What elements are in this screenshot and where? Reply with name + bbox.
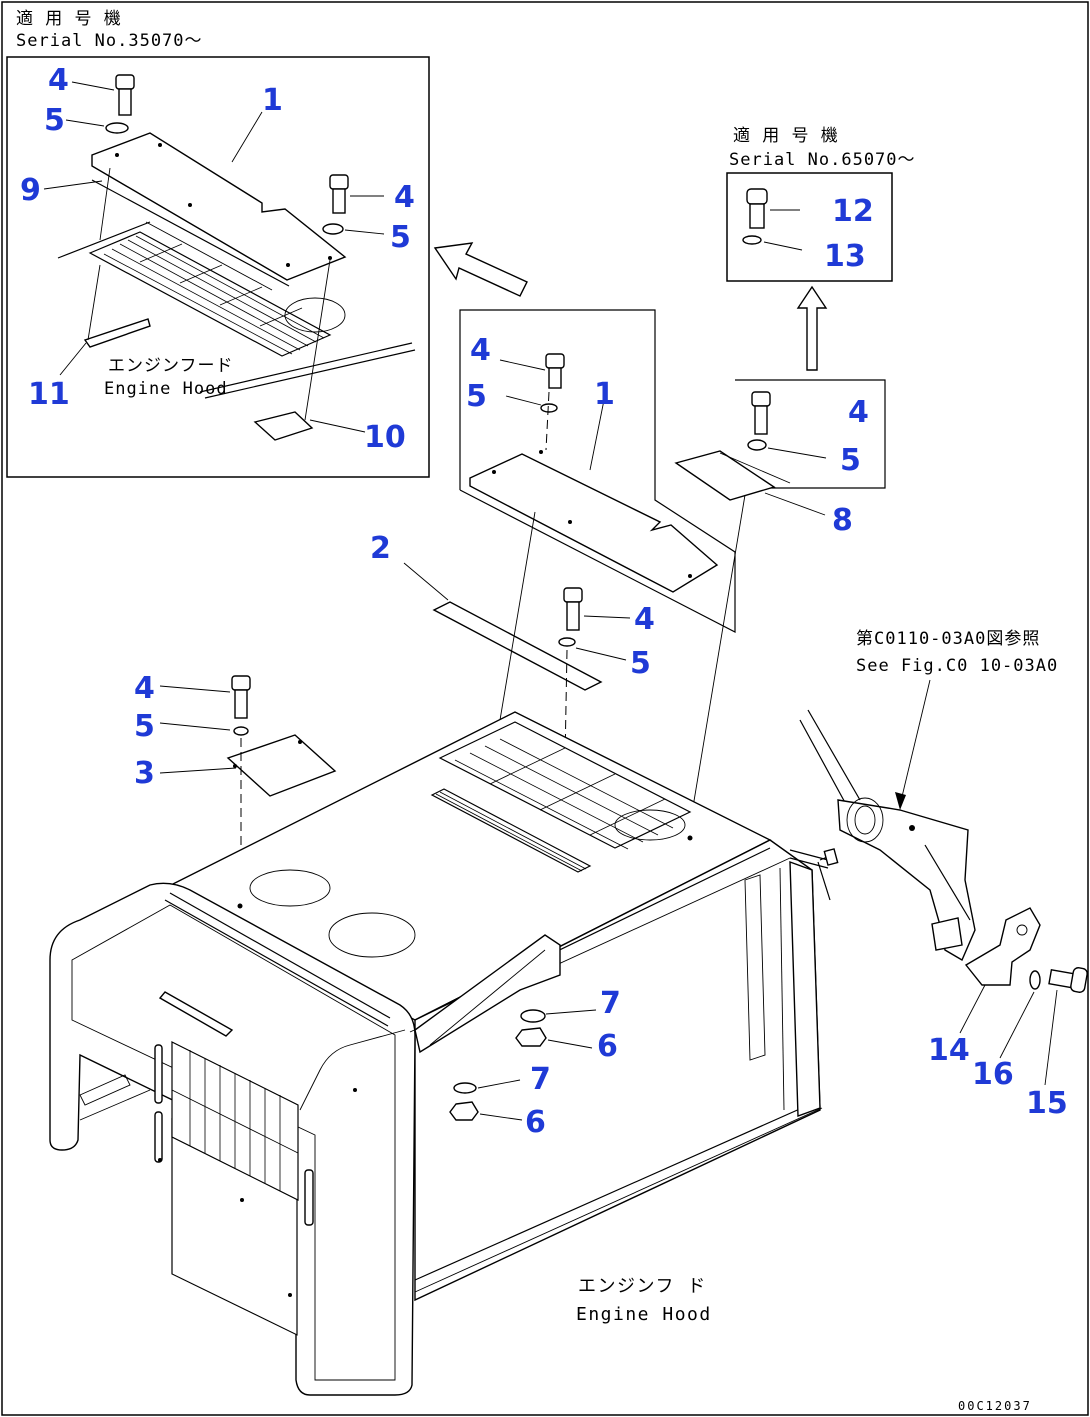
callout-9-inset: 9 — [20, 173, 41, 208]
inset-left-seal — [91, 179, 290, 287]
strip-bolt — [563, 587, 583, 631]
inset-left-hood-label-en: Engine Hood — [104, 379, 228, 399]
callout-7-lower: 7 — [530, 1062, 551, 1097]
callout-5-inset: 5 — [44, 103, 65, 138]
callout-5-right: 5 — [840, 443, 861, 478]
callout-2: 2 — [370, 531, 391, 566]
strip-plate — [432, 601, 603, 691]
center-cover-plate — [469, 453, 719, 593]
arrow-to-left-inset — [433, 242, 528, 297]
callout-11-inset: 11 — [28, 377, 70, 412]
callout-5-left: 5 — [134, 709, 155, 744]
engine-hood — [49, 711, 823, 1396]
arrow-to-right-inset — [796, 285, 828, 371]
inset-left-washer — [105, 122, 129, 134]
left-plate — [226, 734, 337, 797]
main-hood-label-en: Engine Hood — [576, 1304, 712, 1325]
callout-5-inset-right: 5 — [390, 220, 411, 255]
callout-5-strip: 5 — [630, 646, 651, 681]
inset-right-applicable-label: 適 用 号 機 — [733, 126, 839, 146]
inset-left-serial-label: Serial No.35070〜 — [16, 31, 203, 51]
callout-6-lower: 6 — [525, 1105, 546, 1140]
callout-4-center: 4 — [470, 333, 491, 368]
callout-1-inset: 1 — [262, 83, 283, 118]
right-washer — [747, 439, 767, 451]
center-washer — [540, 403, 558, 413]
document-id: 00C12037 — [958, 1399, 1032, 1413]
inset-left-bolt-2 — [329, 174, 349, 214]
callout-7-upper: 7 — [600, 986, 621, 1021]
latch-bracket — [789, 709, 976, 962]
callout-4-strip: 4 — [634, 602, 655, 637]
callout-4-inset-right: 4 — [394, 180, 415, 215]
callout-6-upper: 6 — [597, 1029, 618, 1064]
main-hood-label-jp: エンジンフ ド — [578, 1276, 707, 1297]
strip-washer — [558, 637, 576, 647]
inset-right-frame — [726, 172, 893, 282]
callout-4-right: 4 — [848, 395, 869, 430]
nut-6-lower — [449, 1101, 479, 1121]
inset-left-lever — [83, 318, 151, 348]
inset-left-grille — [88, 231, 332, 357]
latch-catch — [964, 907, 1041, 986]
right-bolt — [751, 391, 771, 435]
callout-5-center: 5 — [466, 379, 487, 414]
reference-label-en: See Fig.C0 10-03A0 — [856, 656, 1058, 676]
callout-12: 12 — [832, 194, 874, 229]
inset-left-applicable-label: 適 用 号 機 — [16, 9, 122, 29]
reference-label-jp: 第C0110-03A0図参照 — [856, 629, 1040, 649]
latch-bolt — [1048, 967, 1088, 993]
nut-6-upper — [515, 1027, 547, 1047]
callout-4-left: 4 — [134, 671, 155, 706]
inset-left-bolt — [115, 74, 135, 116]
callout-15: 15 — [1026, 1086, 1068, 1121]
center-bolt — [545, 353, 565, 389]
right-plate — [674, 450, 776, 501]
inset-left-washer-2 — [322, 223, 344, 235]
inset-left-hood-label-jp: エンジンフード — [108, 356, 234, 376]
callout-13: 13 — [824, 239, 866, 274]
washer-7-lower — [453, 1082, 477, 1094]
callout-10-inset: 10 — [364, 420, 406, 455]
inset-left-plate — [253, 411, 314, 441]
latch-washer — [1029, 970, 1041, 990]
callout-16: 16 — [972, 1057, 1014, 1092]
left-washer — [233, 726, 249, 736]
callout-8: 8 — [832, 503, 853, 538]
callout-14: 14 — [928, 1033, 970, 1068]
inset-right-bolt — [746, 188, 768, 229]
callout-3: 3 — [134, 756, 155, 791]
callout-4-inset: 4 — [48, 63, 69, 98]
callout-1-center: 1 — [594, 377, 615, 412]
inset-right-serial-label: Serial No.65070〜 — [729, 150, 916, 170]
washer-7-upper — [520, 1009, 546, 1023]
left-bolt — [231, 675, 251, 719]
inset-right-washer — [742, 235, 762, 245]
inset-left-frame — [6, 56, 430, 478]
